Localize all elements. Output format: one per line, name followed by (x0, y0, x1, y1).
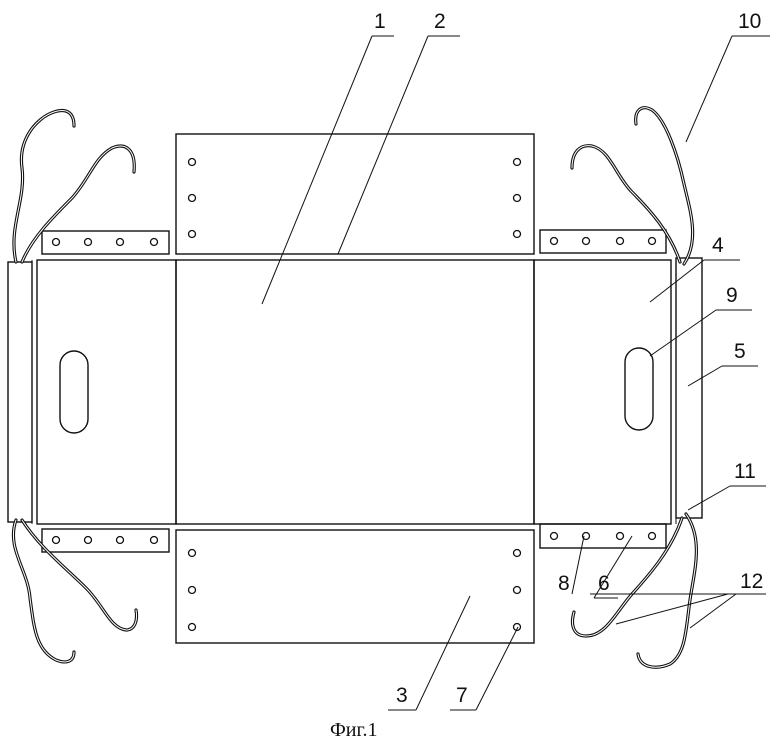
right-handle-slot (624, 347, 654, 431)
right-side-wall (533, 257, 703, 525)
label-4: 4 (712, 234, 724, 257)
label-10: 10 (738, 10, 761, 33)
label-5: 5 (734, 340, 746, 363)
label-1: 1 (374, 10, 386, 33)
label-6: 6 (598, 572, 610, 595)
label-3: 3 (396, 684, 408, 707)
figure-caption: Фиг.1 (330, 719, 377, 741)
label-2: 2 (434, 10, 446, 33)
bottom-flap (175, 529, 535, 644)
top-flap (175, 133, 535, 255)
label-9: 9 (726, 284, 738, 307)
tab-bottom-right (539, 523, 667, 549)
central-panel (175, 253, 535, 531)
left-side-wall (7, 259, 177, 525)
left-handle-slot (59, 350, 89, 434)
label-12: 12 (740, 570, 763, 593)
wire-hooks (11, 106, 698, 669)
label-8: 8 (558, 572, 570, 595)
tab-bottom-left (41, 528, 170, 553)
label-7: 7 (456, 684, 468, 707)
tab-top-left (41, 230, 170, 255)
leader-lines (261, 35, 770, 711)
label-11: 11 (734, 460, 756, 483)
tab-top-right (539, 229, 667, 254)
